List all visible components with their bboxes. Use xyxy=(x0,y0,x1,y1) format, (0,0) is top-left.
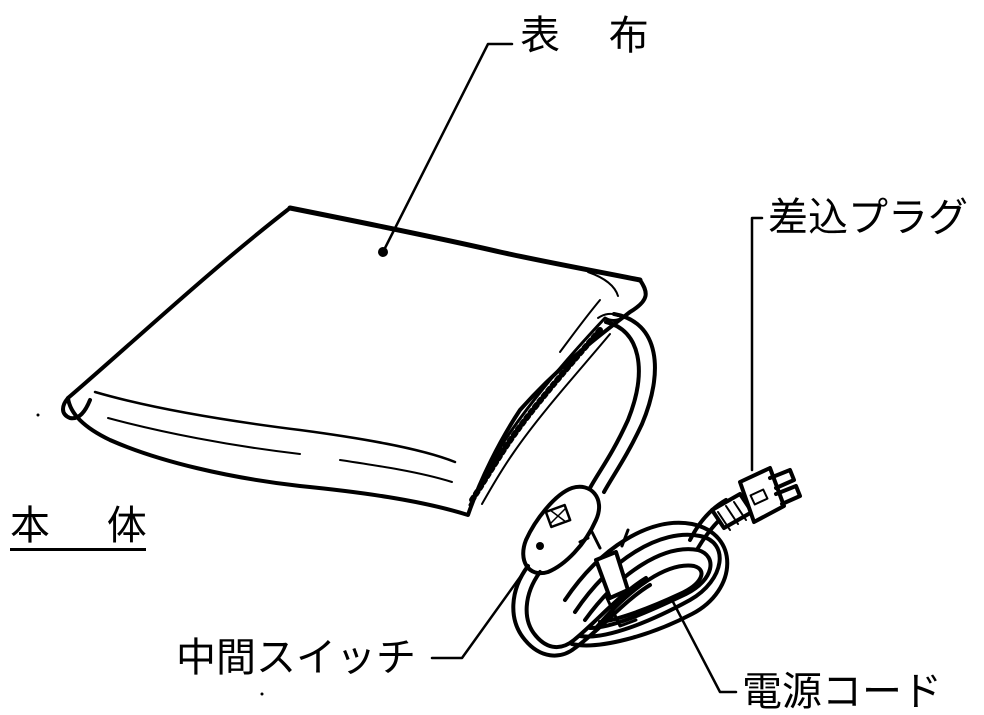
cord-to-switch xyxy=(588,312,657,494)
inline-switch xyxy=(521,484,602,576)
cushion-body xyxy=(61,205,648,517)
cushion-top-face xyxy=(66,206,648,517)
cushion-zipper-edge xyxy=(481,333,611,505)
cushion-wrinkle xyxy=(339,459,453,483)
switch-window-mark xyxy=(549,507,567,525)
leader-cord xyxy=(670,598,738,694)
leader-switch xyxy=(430,564,530,660)
cushion-rear-edge xyxy=(287,205,643,283)
cushion-zipper xyxy=(469,327,603,503)
leader-plug xyxy=(750,216,764,472)
cushion-wrinkle xyxy=(559,299,601,353)
cushion-left-corner xyxy=(61,396,92,421)
switch-tab xyxy=(578,536,590,544)
plug-head xyxy=(738,466,786,524)
plug-center-mark xyxy=(749,488,769,506)
leader-cover xyxy=(381,42,514,254)
switch-body xyxy=(521,484,602,576)
cushion-wrinkle xyxy=(587,271,619,297)
label-cord: 電源コード xyxy=(742,669,942,715)
cord-tie xyxy=(594,550,630,600)
coiled-cord xyxy=(563,520,730,648)
speck xyxy=(260,692,264,696)
label-body: 本 体 xyxy=(10,503,169,549)
label-body-underline xyxy=(10,548,146,551)
label-switch: 中間スイッチ xyxy=(176,635,416,681)
label-plug: 差込プラグ xyxy=(768,195,968,241)
power-plug xyxy=(710,466,802,531)
switch-window xyxy=(544,503,572,529)
plug-prong xyxy=(768,468,796,490)
plug-prong xyxy=(774,484,802,506)
cushion-wrinkle xyxy=(107,417,301,455)
label-cover: 表 布 xyxy=(520,13,667,59)
speck xyxy=(36,413,40,417)
cushion-front-seam xyxy=(93,390,457,464)
switch-indicator xyxy=(536,542,544,550)
leader-lines xyxy=(381,42,764,694)
